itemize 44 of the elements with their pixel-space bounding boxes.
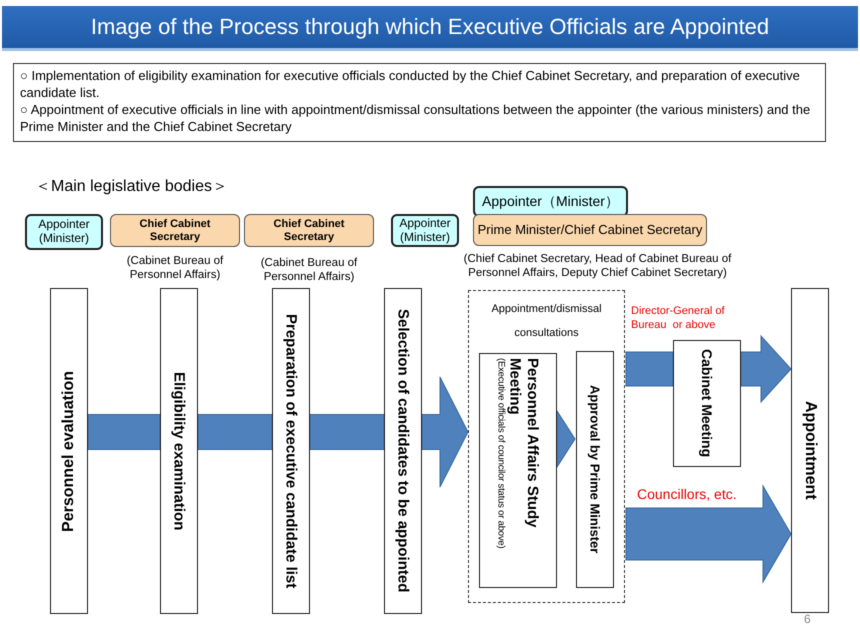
note-text: ○ Implementation of eligibility examination for executive officials conducted by the Chief Cabinet Secretary, and preparation of executive candidate list. (20, 68, 801, 102)
block-arrow (422, 376, 469, 488)
process-box (576, 351, 614, 588)
process-label: Appointment (801, 401, 819, 500)
block-arrow (626, 352, 674, 386)
role-box: Appointer (Minister) (391, 214, 459, 247)
group-box (468, 290, 625, 603)
role-box: Chief Cabinet Secretary (244, 214, 374, 247)
node-caption: (Chief Cabinet Secretary, Head of Cabinet Bureau of Personnel Affairs, Deputy Chief Cabinet Secretary) (462, 252, 732, 281)
block-arrow (88, 414, 160, 450)
title-banner: Image of the Process through which Executive Officials are Appointed (2, 6, 858, 51)
process-box (272, 288, 310, 614)
block-arrow (740, 334, 792, 404)
note-text: ○ Appointment of executive officials in line with appointment/dismissal consultations between the appointer (the various ministers) and the Prime Minister and the Chief Cabinet Secretary (20, 102, 812, 136)
process-label: Personnel evaluation (60, 370, 78, 532)
block-arrow (310, 414, 384, 450)
process-subtext: (Executive officials of councilor status or above) (495, 358, 506, 550)
process-box (791, 288, 829, 613)
note-box (13, 63, 826, 142)
role-box: Appointer（Minister） (473, 186, 628, 217)
node-caption: (Cabinet Bureau of Personnel Affairs) (260, 256, 358, 285)
group-label: Appointment/dismissal consultations (490, 302, 603, 342)
role-box: Prime Minister/Chief Cabinet Secretary (473, 214, 707, 246)
edge-label: Director-General of Bureau or above (631, 304, 726, 333)
process-box (160, 288, 198, 614)
role-box: Chief Cabinet Secretary (110, 214, 240, 247)
process-box (673, 340, 741, 467)
process-title: Personnel Affairs Study Meeting (506, 358, 541, 530)
block-arrow (556, 409, 576, 469)
edge-label: Councillors, etc. (637, 485, 738, 504)
process-label: Cabinet Meeting (699, 349, 715, 458)
role-box: Appointer (Minister) (25, 214, 103, 250)
process-box (479, 353, 557, 588)
page-number: 6 (804, 612, 811, 626)
node-caption: (Cabinet Bureau of Personnel Affairs) (126, 254, 224, 283)
block-arrow (198, 414, 272, 450)
block-arrow (626, 484, 792, 584)
process-box (384, 288, 422, 614)
process-box (50, 288, 88, 614)
process-label: Preparation of executive candidate list (282, 314, 300, 588)
heading-label: ＜Main legislative bodies＞ (35, 177, 228, 197)
process-label: Eligibility examination (170, 372, 188, 530)
process-label: Approval by Prime Minister (588, 385, 602, 554)
process-label: Selection of candidates to be appointed (394, 309, 412, 593)
